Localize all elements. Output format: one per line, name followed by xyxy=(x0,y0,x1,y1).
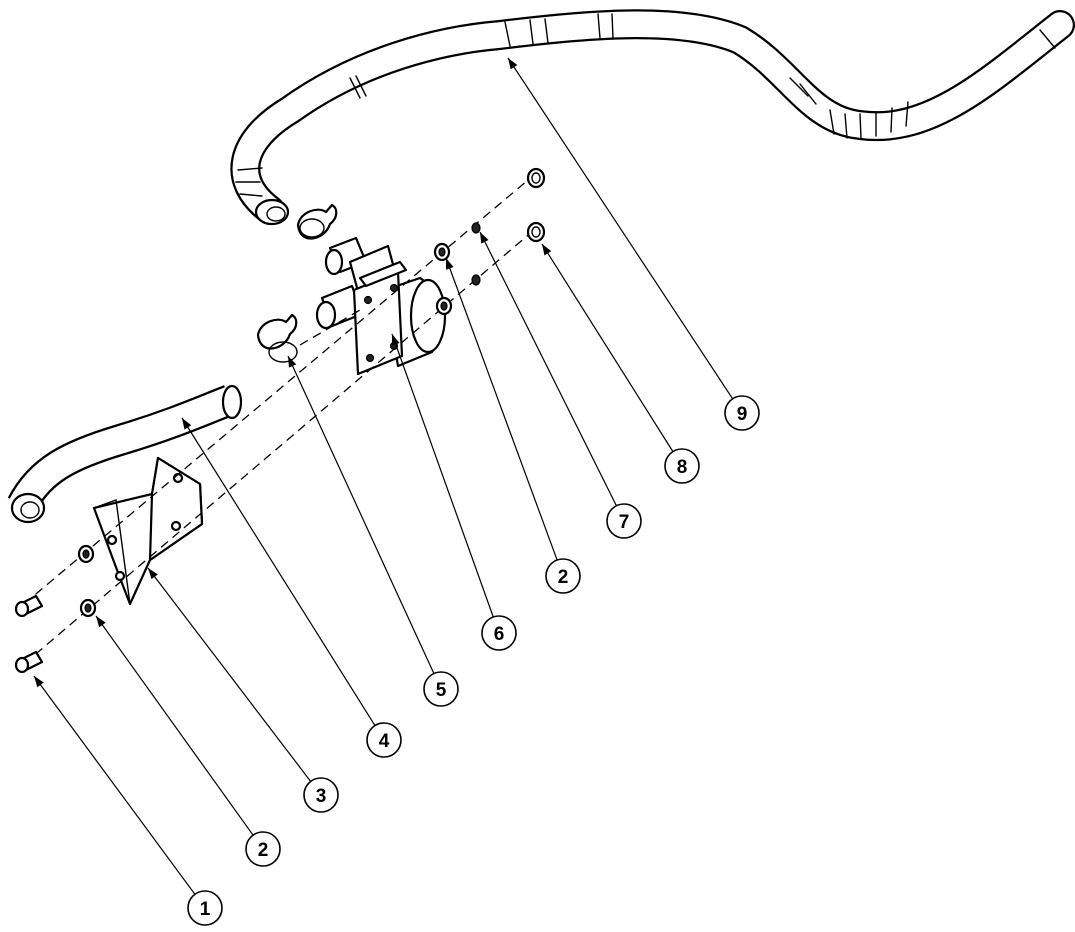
callout-balloon xyxy=(606,503,642,539)
leader-arrowhead xyxy=(34,676,44,688)
callout-label: 9 xyxy=(737,404,748,425)
callout-balloon xyxy=(366,722,402,758)
leader-line xyxy=(287,355,435,674)
leader-line xyxy=(391,333,494,618)
leader-arrowhead xyxy=(96,616,106,628)
callout-1: 1 xyxy=(33,675,223,926)
callout-balloon xyxy=(187,890,223,926)
callout-9: 8 xyxy=(541,243,700,484)
callout-balloon xyxy=(423,671,459,707)
callout-10: 9 xyxy=(507,57,760,431)
callout-label: 2 xyxy=(258,840,269,861)
callout-balloon xyxy=(245,831,281,867)
part-bolt-upper xyxy=(14,594,44,618)
part-lockwasher-upper xyxy=(471,222,481,234)
callout-label: 6 xyxy=(494,624,505,645)
part-washer-left-lower xyxy=(79,598,97,618)
callout-label: 8 xyxy=(677,457,688,478)
leader-arrowhead xyxy=(480,232,489,244)
part-washer-right-lower xyxy=(435,296,453,316)
leader-line xyxy=(147,567,312,782)
callout-balloon xyxy=(545,558,581,594)
callout-balloon xyxy=(481,615,517,651)
callout-5: 5 xyxy=(287,355,459,707)
part-washer-right-upper xyxy=(433,242,451,262)
callout-layer: 1 2 3 4 5 6 2 7 8 9 xyxy=(33,57,760,926)
leader-arrowhead xyxy=(446,258,454,270)
part-valve xyxy=(315,236,447,376)
callout-6: 6 xyxy=(391,333,517,651)
callout-balloon xyxy=(724,395,760,431)
part-nut-upper xyxy=(526,167,546,189)
part-bolt-lower xyxy=(14,650,44,674)
leader-arrowhead xyxy=(182,418,192,430)
part-hose-long xyxy=(230,9,1075,226)
callout-label: 3 xyxy=(316,786,327,807)
part-washer-left-upper xyxy=(77,544,95,564)
callout-4: 4 xyxy=(181,417,402,758)
part-bracket xyxy=(92,456,204,606)
leader-arrowhead xyxy=(288,356,297,368)
callout-label: 7 xyxy=(619,512,630,533)
part-hose-short xyxy=(7,384,243,524)
leader-arrowhead xyxy=(508,58,518,70)
callout-balloon xyxy=(303,777,339,813)
part-lockwasher-lower xyxy=(471,274,481,286)
leader-arrowhead xyxy=(542,244,552,256)
callout-3: 3 xyxy=(147,567,339,813)
leader-line xyxy=(181,417,376,726)
leader-line xyxy=(479,231,617,507)
callout-balloon xyxy=(664,448,700,484)
callout-label: 1 xyxy=(200,899,211,920)
callout-2: 2 xyxy=(95,615,281,867)
part-nut-lower xyxy=(526,221,546,243)
leader-line xyxy=(95,615,254,836)
leader-line xyxy=(33,675,196,895)
leader-arrowhead xyxy=(391,334,400,346)
callout-label: 2 xyxy=(558,567,569,588)
part-hose-clamp-upper xyxy=(296,203,338,240)
callout-7: 2 xyxy=(445,257,581,594)
part-hose-clamp-lower xyxy=(256,313,298,363)
leader-line xyxy=(541,243,674,452)
leader-line xyxy=(507,57,734,400)
assembly-axes xyxy=(23,169,541,665)
callout-8: 7 xyxy=(479,231,642,539)
leader-line xyxy=(445,257,558,561)
callout-label: 4 xyxy=(379,731,390,752)
callout-label: 5 xyxy=(436,680,447,701)
leader-arrowhead xyxy=(148,568,158,580)
